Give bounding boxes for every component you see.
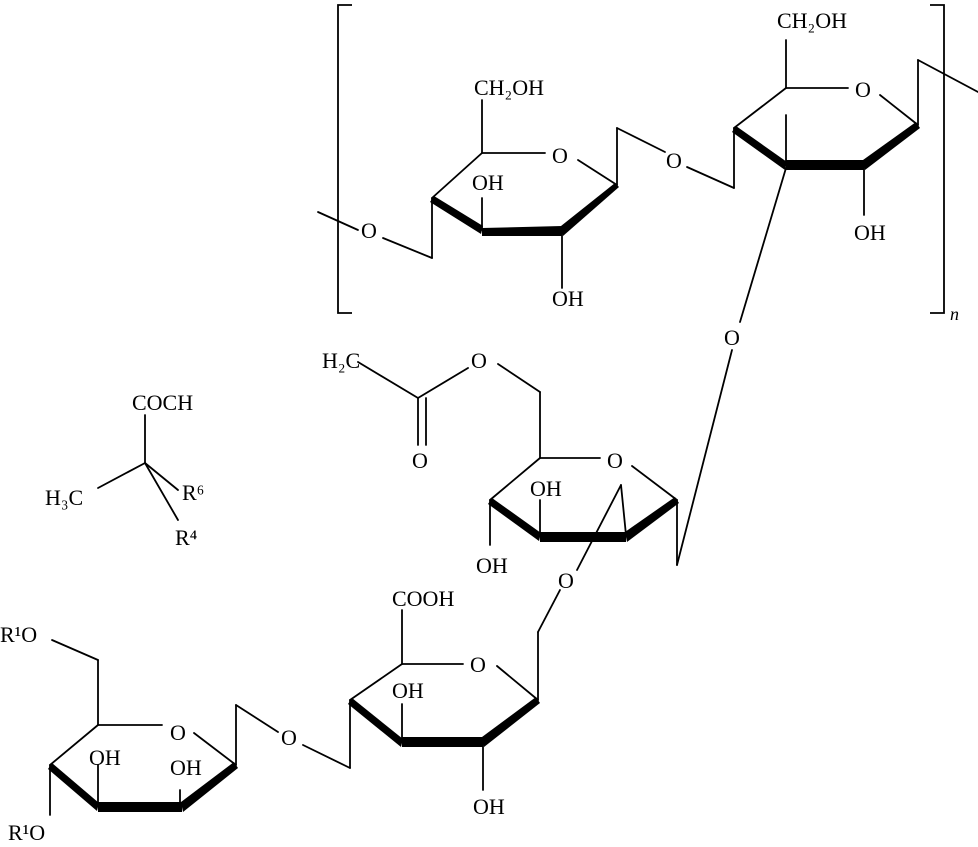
c-d-link-oxygen-label: O — [281, 725, 297, 750]
a1-link-oxygen-label: O — [361, 218, 377, 243]
a1-hydroxyl-label: OH — [472, 170, 504, 195]
c-hydroxyl-label: OH — [392, 678, 424, 703]
r6-label: R⁶ — [182, 480, 204, 505]
repeat-unit-brackets — [338, 5, 944, 313]
sugar-unit-a1 — [318, 100, 734, 288]
a2-hydroxyl-label: OH — [854, 220, 886, 245]
b-carbonyl-oxygen-label: O — [412, 448, 428, 473]
d-r1o-label: R¹O — [8, 820, 45, 845]
b-hydroxyl-label: OH — [530, 476, 562, 501]
sugar-unit-a2 — [677, 40, 978, 565]
right-bracket — [930, 5, 944, 313]
atom-labels: CH₂OH O OH OH O O CH₂OH O OH O n H₂C O O… — [0, 8, 959, 845]
c-hydroxyl-label: OH — [473, 794, 505, 819]
substituent-fragment — [98, 415, 178, 520]
c-cooh-label: COOH — [392, 586, 454, 611]
left-bracket — [338, 5, 352, 313]
a1-hydroxyl-label: OH — [552, 286, 584, 311]
sugar-unit-d — [48, 640, 238, 815]
b-ester-oxygen-label: O — [471, 348, 487, 373]
coch-label: COCH — [132, 390, 193, 415]
sugar-unit-b — [358, 362, 679, 570]
b-c-link-oxygen-label: O — [558, 568, 574, 593]
d-hydroxyl-label: OH — [170, 755, 202, 780]
a1-ring-oxygen-label: O — [552, 143, 568, 168]
d-hydroxyl-label: OH — [89, 745, 121, 770]
a2-b-link-oxygen-label: O — [724, 325, 740, 350]
b-hydroxyl-label: OH — [476, 553, 508, 578]
a2-ring-oxygen-label: O — [855, 77, 871, 102]
a1-a2-link-oxygen-label: O — [666, 148, 682, 173]
b-h2c-label: H₂C — [322, 348, 360, 373]
d-ring-oxygen-label: O — [170, 720, 186, 745]
d-r1o-label: R¹O — [0, 622, 37, 647]
a1-ch2oh-label: CH₂OH — [474, 75, 544, 100]
r4-label: R⁴ — [175, 525, 198, 550]
b-ring-oxygen-label: O — [607, 448, 623, 473]
a2-ch2oh-label: CH₂OH — [777, 8, 847, 33]
h3c-label: H₃C — [45, 485, 83, 510]
repeat-subscript-n: n — [950, 304, 959, 324]
c-ring-oxygen-label: O — [470, 652, 486, 677]
